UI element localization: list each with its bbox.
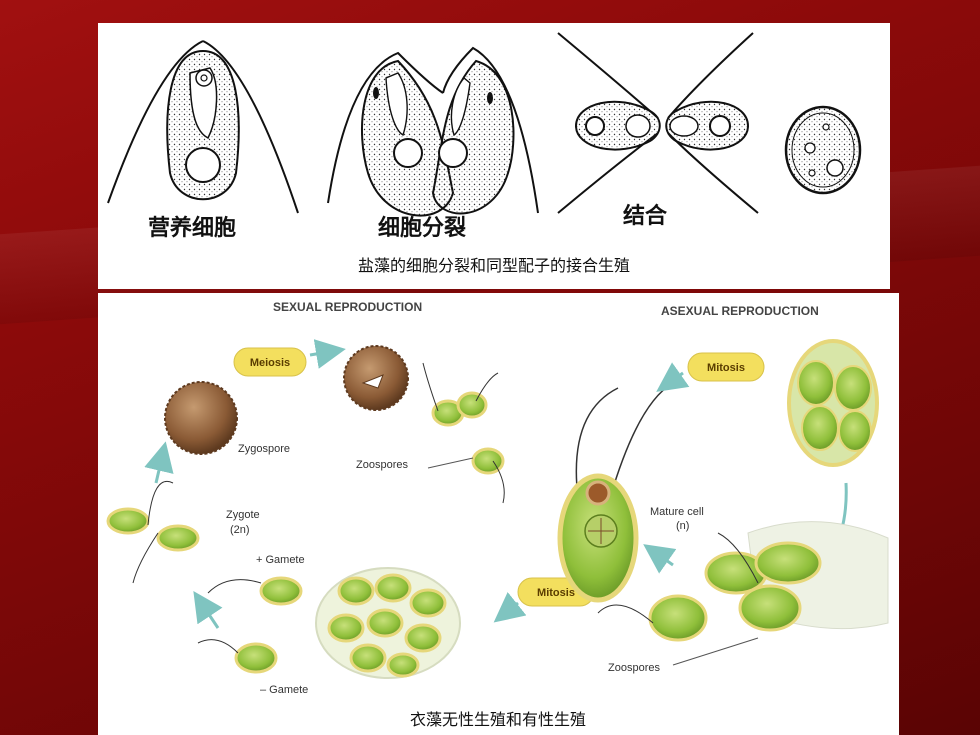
mitosis-top-label: Mitosis	[707, 362, 745, 374]
meiosis-badge: Meiosis	[233, 347, 307, 377]
bottom-caption: 衣藻无性生殖和有性生殖	[410, 710, 586, 729]
label-minus-gamete: – Gamete	[260, 684, 308, 696]
bottom-figure-panel: SEXUAL REPRODUCTION ASEXUAL REPRODUCTION…	[98, 293, 899, 735]
label-vegetative-cell: 营养细胞	[148, 215, 236, 241]
cell-division	[327, 46, 539, 217]
gamete-cluster	[315, 567, 461, 679]
label-conjugation: 结合	[623, 203, 668, 229]
mitosis-badge-top: Mitosis	[687, 352, 765, 382]
zygospore-cell	[164, 345, 409, 455]
sexual-reproduction-header: SEXUAL REPRODUCTION	[273, 300, 422, 314]
zygote-cell	[106, 481, 200, 584]
dunaliella-drawing: 营养细胞 细胞分裂 结合 盐藻的细胞分裂和同型配子的接合生殖	[107, 32, 862, 275]
label-zygospore: Zygospore	[238, 443, 290, 455]
mature-cell	[557, 382, 674, 603]
label-cell-division: 细胞分裂	[378, 215, 466, 241]
label-mature-ploidy: (n)	[676, 520, 689, 532]
dividing-cell-cluster	[787, 339, 879, 467]
label-zygote: Zygote	[226, 509, 260, 521]
label-mature-cell: Mature cell	[650, 506, 704, 518]
vegetative-cell	[107, 40, 299, 214]
chlamydomonas-life-cycle: SEXUAL REPRODUCTION ASEXUAL REPRODUCTION…	[106, 300, 889, 729]
gametes	[197, 576, 303, 674]
top-figure-panel: 营养细胞 细胞分裂 结合 盐藻的细胞分裂和同型配子的接合生殖	[98, 23, 890, 289]
zygote-drawing	[784, 105, 862, 195]
zoospores-right-group	[597, 521, 889, 642]
label-plus-gamete: + Gamete	[256, 554, 305, 566]
conjugation	[557, 32, 759, 214]
meiosis-label: Meiosis	[250, 357, 290, 369]
label-zygote-ploidy: (2n)	[230, 524, 250, 536]
zoospores-left-group	[422, 362, 505, 504]
label-zoospores-right: Zoospores	[608, 662, 660, 674]
asexual-reproduction-header: ASEXUAL REPRODUCTION	[661, 304, 819, 318]
top-caption: 盐藻的细胞分裂和同型配子的接合生殖	[358, 256, 630, 275]
mitosis-left-label: Mitosis	[537, 587, 575, 599]
label-zoospores-left: Zoospores	[356, 459, 408, 471]
